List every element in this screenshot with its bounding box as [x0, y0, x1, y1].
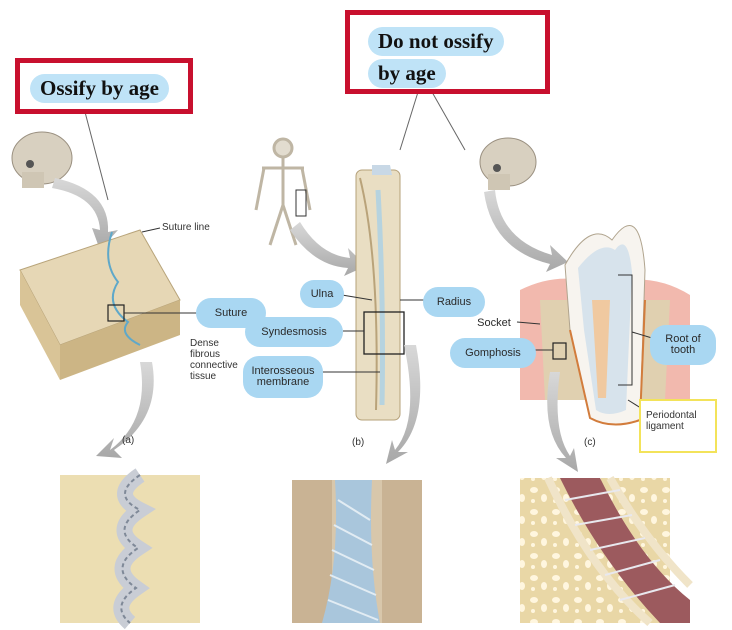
arrow-skull-to-tooth	[484, 190, 568, 272]
label-ulna: Ulna	[300, 280, 344, 308]
skull-icon-left	[12, 132, 72, 188]
detail-syndesmosis	[292, 480, 422, 623]
suture-slab	[20, 230, 180, 380]
title-pointer-right	[432, 92, 465, 150]
caption-a: (a)	[122, 435, 134, 446]
label-interosseous-membrane: Interosseous membrane	[243, 356, 323, 398]
title-pointer-mid	[400, 92, 418, 150]
label-periodontal-ligament: Periodontal ligament	[646, 410, 697, 432]
detail-gomphosis	[520, 478, 690, 623]
left-title: Ossify by age	[30, 74, 169, 103]
label-root-of-tooth: Root of tooth	[650, 325, 716, 365]
label-gomphosis: Gomphosis	[450, 338, 536, 368]
arrow-skeleton-to-forearm	[290, 222, 366, 276]
label-dense-tissue: Dense fibrous connective tissue	[190, 338, 238, 382]
label-syndesmosis: Syndesmosis	[245, 317, 343, 347]
arrow-skull-to-suture	[52, 178, 118, 250]
skull-icon-right	[480, 138, 536, 190]
right-title-box: Do not ossify by age	[345, 10, 550, 94]
caption-c: (c)	[584, 437, 596, 448]
left-title-box: Ossify by age	[15, 58, 193, 114]
label-suture-line: Suture line	[162, 222, 210, 233]
right-title-line2: by age	[368, 59, 446, 88]
title-pointer-left	[85, 112, 108, 200]
detail-suture	[60, 475, 200, 623]
right-title-line1: Do not ossify	[368, 27, 504, 56]
forearm-bones	[356, 165, 404, 420]
label-socket: Socket	[470, 312, 518, 334]
caption-b: (b)	[352, 437, 364, 448]
